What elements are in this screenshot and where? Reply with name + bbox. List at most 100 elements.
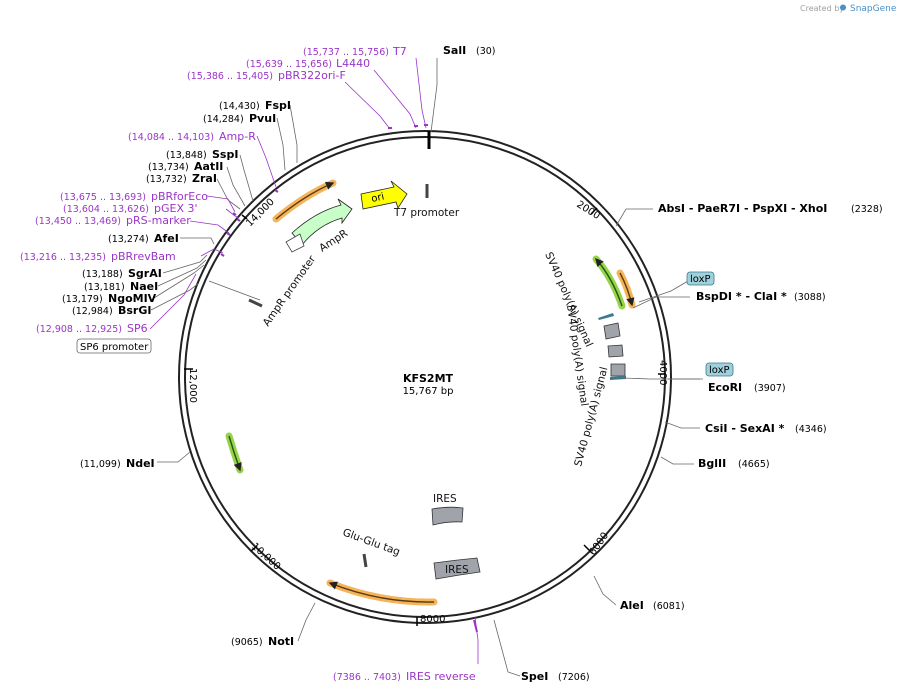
primer-leader-lines <box>149 57 479 664</box>
enzyme-bsrgi-pos: (12,984) <box>72 306 113 317</box>
loxp-label-2: loxP <box>709 365 730 376</box>
tick-mark-6000 <box>583 544 591 552</box>
ampr-promoter-label: AmpR promoter <box>261 253 319 329</box>
primer-prs-range: (13,450 .. 13,469) <box>35 216 121 227</box>
sv40-label-2: SV40 poly(A) signal <box>564 304 590 407</box>
loxp-box-1[interactable] <box>686 271 715 286</box>
green-glow-right <box>592 255 626 310</box>
enzyme-fspi-pos: (14,430) <box>219 101 260 112</box>
orange-glow-bottom <box>326 579 438 606</box>
enzyme-alei[interactable]: AleI <box>620 599 644 612</box>
ampr-orange-arrow[interactable] <box>275 181 335 220</box>
sp6-promoter-box[interactable] <box>76 338 152 354</box>
enzyme-bsrgi[interactable]: BsrGI <box>118 304 151 317</box>
primer-l4440-range: (15,639 .. 15,656) <box>246 59 332 70</box>
primer-pbr322[interactable]: pBR322ori-F <box>278 69 346 82</box>
sv40-box-1[interactable] <box>603 322 621 340</box>
enzyme-ndei-pos: (11,099) <box>80 459 121 470</box>
tick-mark-2000 <box>590 207 598 215</box>
enzyme-bspdi-group[interactable]: BspDI * - ClaI * <box>696 290 787 303</box>
loxp-site-1[interactable] <box>598 313 614 320</box>
tick-label-4000: 4000 <box>657 360 668 385</box>
enzyme-csii-pos: (4346) <box>795 424 827 435</box>
plasmid-name: KFS2MT <box>403 372 454 385</box>
plasmid-length: 15,767 bp <box>403 386 454 397</box>
enzyme-sgrai-pos: (13,188) <box>82 269 123 280</box>
primer-prs[interactable]: pRS-marker <box>126 214 191 227</box>
primer-iresrev[interactable]: IRES reverse <box>406 670 476 683</box>
primer-marks <box>220 124 478 633</box>
loxp-box-2[interactable] <box>705 362 734 377</box>
primer-sp6-range: (12,908 .. 12,925) <box>36 324 122 335</box>
snapgene-logo-icon <box>840 4 846 11</box>
enzyme-pvui[interactable]: PvuI <box>249 112 276 125</box>
ires-feature-2[interactable] <box>433 557 481 580</box>
enzyme-ngomiv-pos: (13,179) <box>62 294 103 305</box>
ampr-promoter-mark <box>248 298 263 308</box>
enzyme-naei[interactable]: NaeI <box>130 280 158 293</box>
enzyme-ecori-pos: (3907) <box>754 383 786 394</box>
primer-ampr[interactable]: Amp-R <box>219 130 256 143</box>
enzyme-ngomiv[interactable]: NgoMIV <box>108 292 157 305</box>
glu-glu-tag-mark <box>362 553 368 568</box>
sp6-promoter-label: SP6 promoter <box>80 342 149 353</box>
primer-t7-range: (15,737 .. 15,756) <box>303 47 389 58</box>
tick-mark-14000 <box>241 214 248 220</box>
leader-lines <box>150 58 703 677</box>
enzyme-zrai[interactable]: ZraI <box>192 172 217 185</box>
primer-pbrforeco[interactable]: pBRforEco <box>151 190 208 203</box>
enzyme-sgrai[interactable]: SgrAI <box>128 267 162 280</box>
sv40-box-2[interactable] <box>607 344 624 358</box>
enzyme-alei-pos: (6081) <box>653 601 685 612</box>
ires-label-1: IRES <box>433 493 457 505</box>
backbone-inner-ring <box>184 136 666 618</box>
green-arrow-right[interactable] <box>595 257 623 307</box>
enzyme-pvui-pos: (14,284) <box>203 114 244 125</box>
snapgene-brand-text: SnapGene <box>850 4 897 14</box>
enzyme-spei-pos: (7206) <box>558 672 590 683</box>
enzyme-bglii[interactable]: BglII <box>698 457 726 470</box>
ori-label: ori <box>370 191 385 204</box>
tick-mark-10000 <box>250 545 258 552</box>
primer-t7[interactable]: T7 <box>392 45 407 58</box>
enzyme-ecori[interactable]: EcoRI <box>708 381 742 394</box>
enzyme-spei[interactable]: SpeI <box>521 670 548 683</box>
enzyme-noti-pos: (9065) <box>231 637 263 648</box>
enzyme-aatii[interactable]: AatII <box>194 160 223 173</box>
ampr-feature[interactable] <box>291 198 353 246</box>
primer-l4440[interactable]: L4440 <box>336 57 370 70</box>
ires-feature-1[interactable] <box>431 506 464 526</box>
enzyme-absi-pos: (2328) <box>851 204 883 215</box>
loxp-site-2[interactable] <box>610 376 626 380</box>
primer-sp6[interactable]: SP6 <box>127 322 148 335</box>
enzyme-sali-pos: (30) <box>476 46 496 57</box>
enzyme-bglii-pos: (4665) <box>738 459 770 470</box>
enzyme-absi-group[interactable]: AbsI - PaeR7I - PspXI - XhoI <box>658 202 827 215</box>
sv40-box-3[interactable] <box>610 363 626 377</box>
tick-label-12000: 12,000 <box>187 368 198 403</box>
ampr-label: AmpR <box>317 227 350 254</box>
enzyme-afei[interactable]: AfeI <box>154 232 179 245</box>
primer-iresrev-range: (7386 .. 7403) <box>333 672 401 683</box>
orange-arrow-right[interactable] <box>619 272 635 307</box>
enzyme-noti[interactable]: NotI <box>268 635 294 648</box>
enzyme-csii-group[interactable]: CsiI - SexAI * <box>705 422 785 435</box>
primer-pgex[interactable]: pGEX 3' <box>154 202 198 215</box>
enzyme-sali[interactable]: SalI <box>443 44 466 57</box>
primer-pbrforeco-range: (13,675 .. 13,693) <box>60 192 146 203</box>
loxp-label-1: loxP <box>690 274 711 285</box>
orange-arrow-bottom[interactable] <box>328 581 435 603</box>
ori-feature[interactable] <box>360 180 408 210</box>
primer-pbrrevbam[interactable]: pBRrevBam <box>111 250 176 263</box>
enzyme-ndei[interactable]: NdeI <box>126 457 155 470</box>
primer-pbr322-range: (15,386 .. 15,405) <box>187 71 273 82</box>
tick-label-8000: 8000 <box>420 614 445 625</box>
ires-label-2: IRES <box>445 564 469 576</box>
enzyme-sspi-pos: (13,848) <box>166 150 207 161</box>
enzyme-bspdi-pos: (3088) <box>794 292 826 303</box>
t7-promoter-label: T7 promoter <box>393 207 460 219</box>
ampr-promoter-shape[interactable] <box>285 233 305 253</box>
enzyme-sspi[interactable]: SspI <box>212 148 238 161</box>
enzyme-fspi[interactable]: FspI <box>265 99 291 112</box>
green-arrow-left[interactable] <box>228 435 242 472</box>
